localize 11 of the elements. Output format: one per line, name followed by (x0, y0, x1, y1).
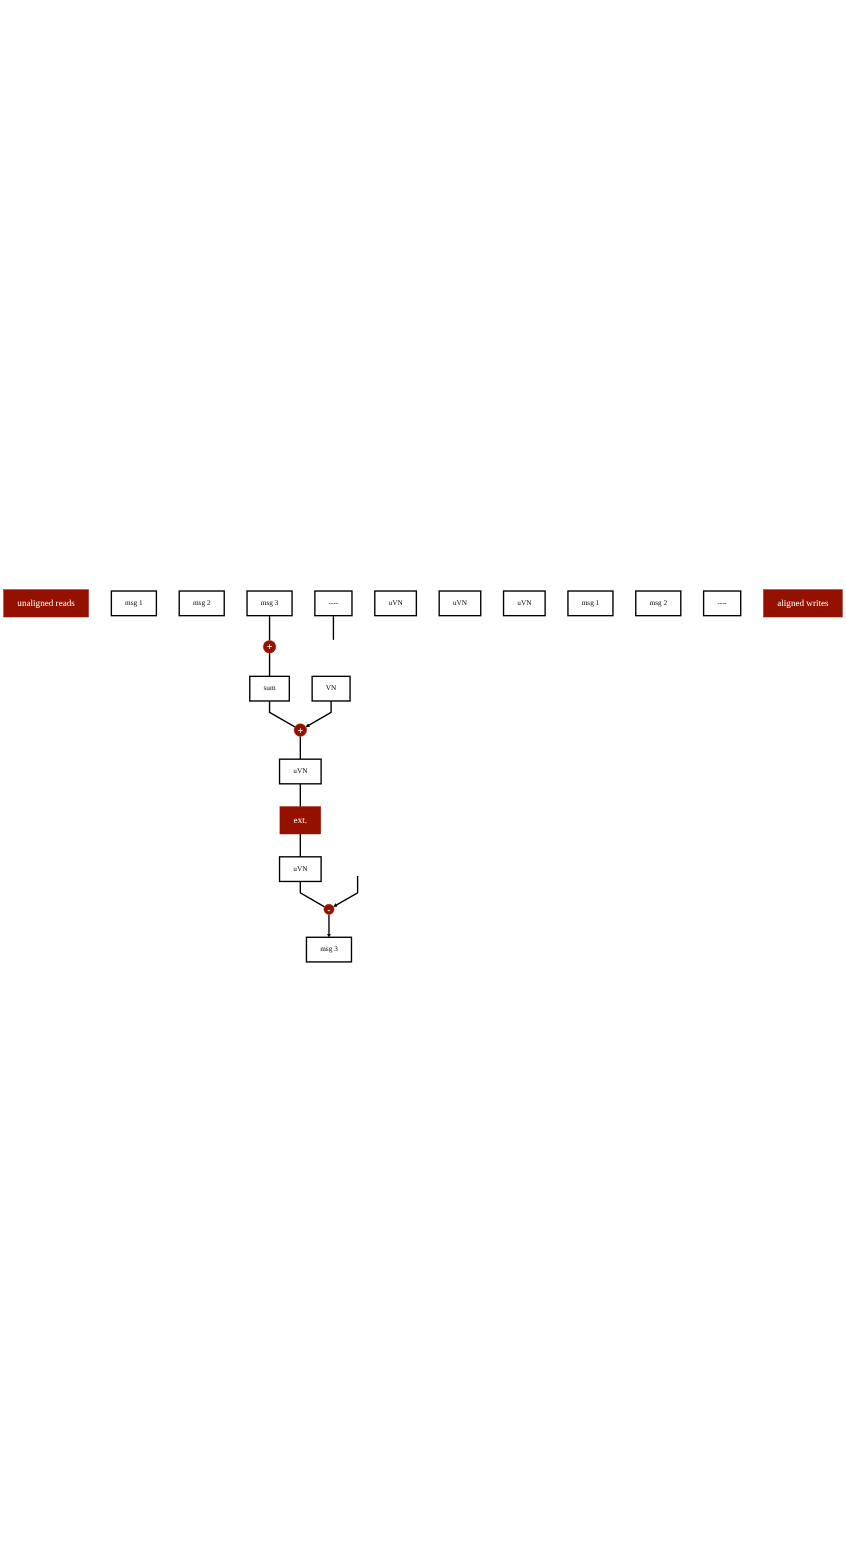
connector (268, 615, 271, 642)
connector (299, 783, 301, 808)
connector (299, 735, 301, 761)
connector (268, 700, 296, 728)
connector (299, 881, 326, 908)
arrow (326, 914, 331, 938)
arrow (333, 875, 359, 908)
connector (299, 833, 301, 858)
arrow (305, 700, 332, 728)
connector (332, 615, 335, 641)
connector (268, 652, 271, 678)
